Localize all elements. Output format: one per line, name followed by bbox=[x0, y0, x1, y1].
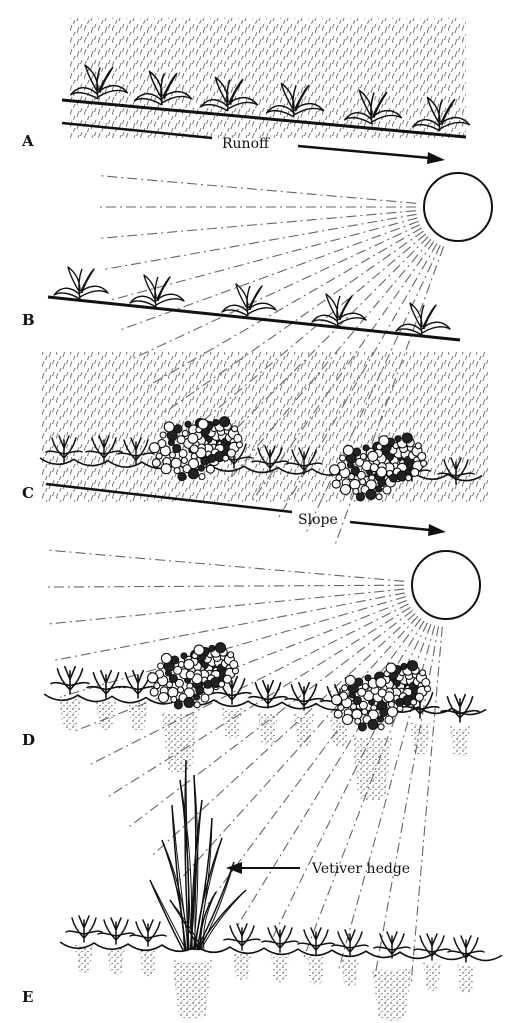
root-zone bbox=[450, 726, 470, 757]
slope-label: Slope bbox=[298, 512, 338, 528]
panel-letter-b: B bbox=[22, 311, 35, 329]
crop-plant bbox=[224, 924, 260, 950]
shrub-clump bbox=[184, 643, 239, 689]
panel-a: Runoff A bbox=[21, 18, 469, 164]
root-zone bbox=[75, 944, 93, 973]
sun-ray bbox=[132, 225, 420, 359]
root-zone bbox=[139, 948, 157, 977]
runoff-label: Runoff bbox=[222, 136, 270, 152]
crop-plant bbox=[262, 926, 298, 952]
crop-plant bbox=[285, 683, 323, 710]
sun-ray bbox=[104, 214, 417, 269]
root-zone bbox=[222, 708, 242, 739]
vetiver-hedge-label: Vetiver hedge bbox=[311, 861, 410, 877]
crop-plant bbox=[374, 932, 410, 958]
crop-plant bbox=[54, 267, 108, 299]
crop-plant bbox=[441, 695, 479, 722]
root-zone bbox=[258, 712, 278, 745]
crop-row-b bbox=[54, 267, 450, 335]
crop-plant bbox=[98, 918, 134, 944]
root-zones-e bbox=[75, 944, 475, 1021]
vetiver-grass-clump bbox=[150, 760, 246, 950]
root-zone bbox=[59, 696, 81, 731]
root-zone bbox=[341, 958, 359, 987]
panel-letter-a: A bbox=[21, 132, 34, 150]
root-zone bbox=[271, 954, 289, 983]
root-zone bbox=[233, 952, 251, 981]
root-zone bbox=[294, 714, 314, 747]
sun-icon-b bbox=[424, 173, 492, 241]
root-zone bbox=[423, 962, 441, 991]
crop-row-e bbox=[66, 916, 484, 962]
crop-plant bbox=[130, 920, 166, 946]
panel-letter-c: C bbox=[22, 484, 34, 502]
crop-plant bbox=[298, 928, 334, 954]
root-zone bbox=[372, 968, 412, 1021]
root-zone bbox=[410, 722, 430, 755]
panel-d: D bbox=[22, 550, 486, 983]
crop-plant bbox=[312, 294, 366, 326]
panel-letter-e: E bbox=[22, 988, 33, 1006]
crop-plant bbox=[396, 303, 450, 335]
runoff-arrowhead bbox=[427, 152, 445, 164]
sun-ray bbox=[99, 176, 416, 204]
sun-ray bbox=[53, 593, 405, 661]
crop-plant bbox=[448, 936, 484, 962]
crop-plant bbox=[332, 930, 368, 956]
sun-ray bbox=[46, 585, 404, 587]
sun-ray bbox=[120, 221, 419, 330]
root-zone bbox=[457, 964, 475, 993]
sun-ray bbox=[110, 218, 417, 300]
rain-area-c bbox=[42, 352, 488, 502]
sun-icon-d bbox=[412, 551, 480, 619]
root-zone bbox=[352, 736, 392, 801]
root-zone bbox=[107, 946, 125, 975]
crop-plant bbox=[66, 916, 102, 942]
panel-letter-d: D bbox=[22, 731, 35, 749]
root-zone bbox=[172, 960, 212, 1019]
root-zone bbox=[96, 700, 116, 731]
ground-line-b bbox=[48, 297, 460, 340]
runoff-arrow-shaft-2 bbox=[298, 146, 430, 158]
sun-ray bbox=[48, 589, 404, 624]
crop-plant bbox=[222, 284, 276, 316]
panel-c: Slope C bbox=[22, 352, 488, 536]
crop-plant bbox=[249, 681, 287, 708]
slope-arrow-shaft-2 bbox=[350, 522, 430, 530]
panel-e: Vetiver hedge E bbox=[22, 760, 502, 1021]
root-zone bbox=[128, 700, 148, 731]
root-zone bbox=[162, 712, 198, 773]
sun-ray bbox=[48, 550, 405, 581]
sun-ray bbox=[99, 211, 416, 239]
crop-plant bbox=[414, 934, 450, 960]
crop-plant bbox=[87, 671, 125, 698]
vetiver-blade bbox=[162, 840, 185, 950]
crop-plant bbox=[130, 275, 184, 307]
root-zone bbox=[307, 956, 325, 985]
slope-arrowhead bbox=[428, 524, 446, 536]
